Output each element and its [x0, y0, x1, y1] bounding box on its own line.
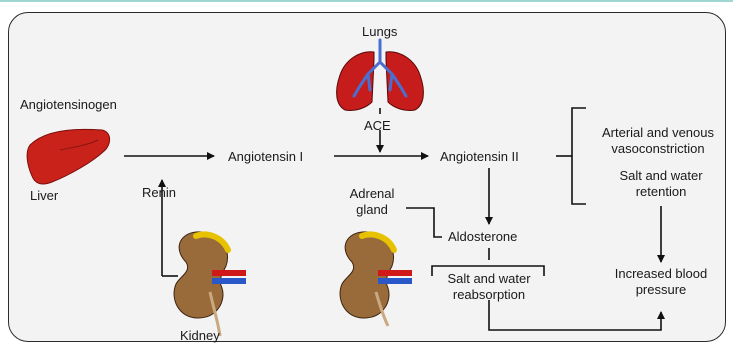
lungs-label: Lungs — [362, 24, 397, 40]
effects-bracket — [572, 108, 586, 204]
liver-label: Liver — [30, 188, 58, 204]
vasoconstriction-label: Arterial and venous vasoconstriction — [588, 125, 728, 157]
salt-retention-label: Salt and water retention — [606, 168, 716, 200]
increased-pressure-line1: Increased blood — [604, 266, 718, 282]
reabsorption-to-pressure-arrow — [489, 300, 661, 330]
increased-pressure-label: Increased blood pressure — [604, 266, 718, 298]
kidney-label: Kidney — [180, 328, 220, 344]
increased-pressure-line2: pressure — [604, 282, 718, 298]
salt-reabsorption-label: Salt and water reabsorption — [436, 271, 542, 303]
lungs-icon — [337, 40, 424, 111]
liver-icon — [27, 129, 110, 184]
adrenal-kidney-icon — [340, 232, 412, 326]
aldosterone-label: Aldosterone — [448, 229, 517, 245]
adrenal-label-line2: gland — [340, 202, 404, 218]
vasoconstriction-line1: Arterial and venous — [588, 125, 728, 141]
salt-retention-line1: Salt and water — [606, 168, 716, 184]
angiotensinogen-label: Angiotensinogen — [20, 97, 117, 113]
adrenal-to-aldosterone-line — [406, 208, 442, 237]
ace-label: ACE — [364, 118, 391, 134]
salt-reabsorption-line2: reabsorption — [436, 287, 542, 303]
renin-label: Renin — [142, 185, 176, 201]
salt-reabsorption-line1: Salt and water — [436, 271, 542, 287]
salt-retention-line2: retention — [606, 184, 716, 200]
angiotensin-2-label: Angiotensin II — [440, 149, 519, 165]
vasoconstriction-line2: vasoconstriction — [588, 141, 728, 157]
adrenal-label-line1: Adrenal — [340, 186, 404, 202]
adrenal-gland-label: Adrenal gland — [340, 186, 404, 218]
kidney-icon — [174, 232, 246, 336]
angiotensin-1-label: Angiotensin I — [228, 149, 303, 165]
